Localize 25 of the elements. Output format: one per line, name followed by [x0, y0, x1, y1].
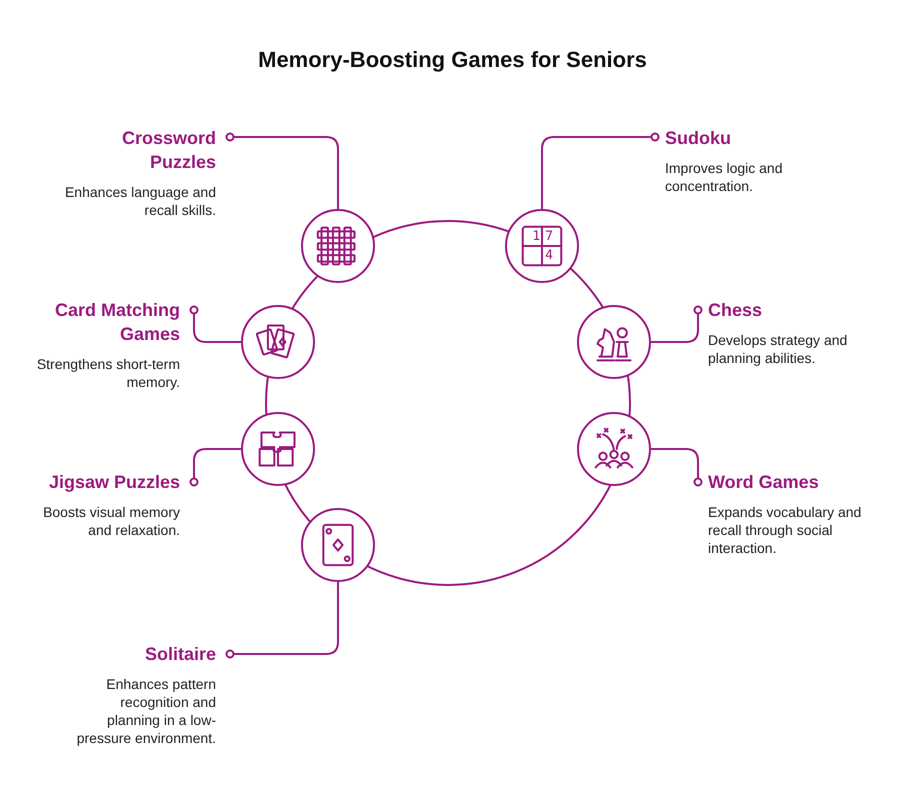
game-description: Enhances pattern recognition and planning in a low-pressure environment. — [76, 675, 216, 747]
leader-line — [651, 306, 702, 343]
diagram-title: Memory-Boosting Games for Seniors — [257, 47, 648, 73]
game-description: Develops strategy and planning abilities. — [708, 331, 848, 367]
game-heading: Sudoku — [665, 127, 731, 150]
game-heading: Crossword Puzzles — [120, 127, 216, 174]
leader-line — [226, 132, 339, 209]
digit: 4 — [545, 249, 553, 264]
game-heading: Card Matching Games — [54, 299, 180, 346]
game-heading: Solitaire — [144, 643, 216, 666]
game-heading: Jigsaw Puzzles — [48, 471, 180, 494]
leader-line — [190, 448, 241, 486]
game-description: Expands vocabulary and recall through social interaction. — [708, 503, 862, 557]
digit: 7 — [545, 230, 553, 244]
leader-line — [190, 306, 241, 343]
game-description: Enhances language and recall skills. — [64, 183, 216, 219]
game-description: Improves logic and concentration. — [665, 159, 784, 195]
leader-line — [541, 132, 660, 209]
digit: 1 — [532, 230, 540, 244]
game-heading: Chess — [708, 299, 762, 322]
leader-line — [226, 582, 339, 658]
leader-line — [651, 448, 702, 486]
game-heading: Word Games — [708, 471, 819, 494]
game-description: Strengthens short-term memory. — [36, 355, 180, 391]
game-description: Boosts visual memory and relaxation. — [42, 503, 180, 539]
